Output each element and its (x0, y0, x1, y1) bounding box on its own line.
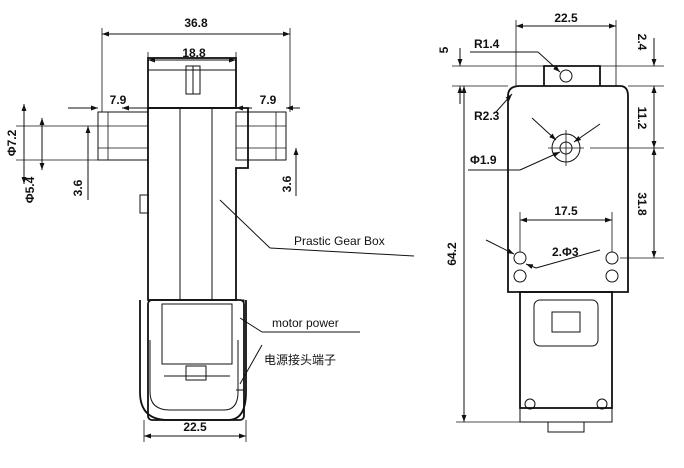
dim-side-top-width: 22.5 (554, 11, 578, 25)
gearbox-body (147, 107, 249, 301)
dim-shaft-left-offset: 7.9 (110, 93, 127, 107)
dim-hole-to-mount: 31.8 (635, 192, 649, 216)
label-motor-power: motor power (272, 316, 339, 330)
dim-overall-width: 36.8 (184, 16, 208, 30)
dim-shaft-left-flat: 3.6 (71, 179, 85, 196)
dim-corner-radius: R2.3 (474, 109, 500, 123)
dim-mount-spacing: 17.5 (554, 204, 578, 218)
label-gear-box: Prastic Gear Box (294, 234, 385, 248)
dim-hole-from-top: 11.2 (635, 107, 649, 130)
dim-shaft-outer-dia: Φ7.2 (5, 129, 19, 156)
dim-shaft-right-flat: 3.6 (280, 175, 294, 192)
dim-mount-holes: 2.Φ3 (552, 245, 579, 259)
dim-overall-height: 64.2 (445, 242, 459, 266)
terminal-box (533, 299, 599, 347)
dim-top-width: 18.8 (182, 46, 206, 60)
dim-tab-radius: R1.4 (474, 37, 500, 51)
mount-hole-left (513, 251, 527, 265)
label-terminal-cn: 电源接头端子 (264, 352, 336, 367)
side-dimensions: 22.5 2.4 5 R1.4 R2.3 11.2 Φ1.9 31.8 (437, 11, 664, 423)
dim-tab-height: 5 (437, 46, 451, 53)
dim-top-offset: 2.4 (635, 34, 649, 51)
dim-bottom-width: 22.5 (183, 420, 207, 434)
right-shaft (235, 111, 287, 161)
dim-shaft-right-offset: 7.9 (260, 93, 277, 107)
side-body (507, 85, 629, 293)
front-dimensions: 36.8 18.8 7.9 7.9 Φ7.2 Φ5.4 3.6 3.6 22.5 (5, 16, 300, 442)
dim-center-hole-dia: Φ1.9 (470, 153, 497, 167)
front-view (97, 57, 287, 421)
side-motor (519, 291, 613, 409)
front-labels: Prastic Gear Box motor power 电源接头端子 (219, 199, 415, 385)
dim-shaft-flat-dia: Φ5.4 (23, 176, 37, 203)
left-shaft (97, 111, 149, 161)
mount-hole-right (605, 251, 619, 265)
tab-hole (559, 69, 573, 83)
top-tab (543, 65, 601, 86)
motor-bracket (139, 300, 247, 421)
